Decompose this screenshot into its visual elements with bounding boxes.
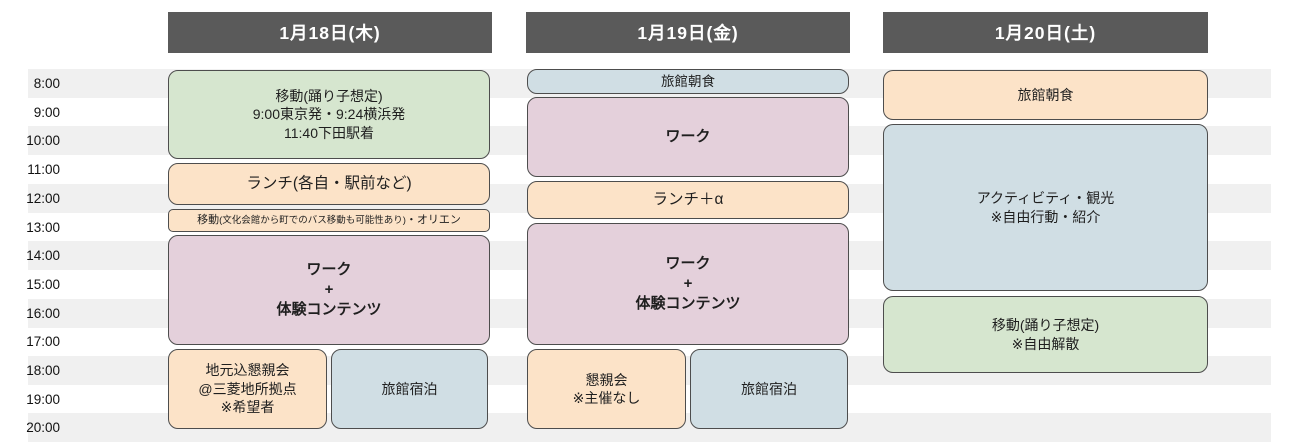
time-label: 13:00	[26, 220, 60, 235]
event-block-lunch: ランチ(各自・駅前など)	[168, 163, 490, 205]
event-text: ・オリエン	[405, 214, 461, 226]
event-block-travel: 移動(踊り子想定) 9:00東京発・9:24横浜発 11:40下田駅着	[168, 70, 490, 159]
event-text: 移動(踊り子想定)	[991, 317, 1100, 334]
event-block-party: 懇親会 ※主催なし	[527, 349, 686, 429]
event-block-party: 地元込懇親会 @三菱地所拠点 ※希望者	[168, 349, 327, 429]
event-text: 懇親会	[585, 371, 628, 388]
time-label: 10:00	[26, 133, 60, 148]
event-text: ランチ(各自・駅前など)	[246, 174, 412, 192]
event-text: 移動(踊り子想定)	[275, 87, 383, 104]
event-text: ※自由行動・紹介	[990, 208, 1101, 225]
event-text: 移動	[197, 214, 220, 226]
time-label: 17:00	[26, 334, 60, 349]
event-text: ランチ＋α	[652, 190, 724, 208]
time-label: 12:00	[26, 191, 60, 206]
time-label: 9:00	[33, 105, 60, 120]
time-label: 14:00	[26, 248, 60, 263]
day-header-jan18: 1月18日(木)	[168, 12, 492, 53]
event-text: 旅館宿泊	[381, 380, 438, 397]
event-text: 旅館朝食	[661, 73, 715, 89]
event-text: 旅館宿泊	[741, 380, 797, 397]
event-text: ※主催なし	[572, 390, 641, 406]
event-block-work-am: ワーク	[527, 97, 849, 177]
event-text: 地元込懇親会	[205, 362, 290, 379]
event-block-lunch: ランチ＋α	[527, 181, 849, 219]
event-text: 9:00東京発・9:24横浜発	[252, 106, 406, 123]
event-block-travel: 移動(踊り子想定) ※自由解散	[883, 296, 1208, 373]
event-text: ※希望者	[220, 399, 275, 416]
event-text: +	[324, 281, 334, 299]
event-text: ワーク	[306, 261, 352, 279]
time-label: 20:00	[26, 420, 60, 435]
event-block-breakfast: 旅館朝食	[527, 69, 849, 94]
time-label: 8:00	[33, 76, 60, 91]
event-text: +	[683, 275, 693, 293]
event-block-stay: 旅館宿泊	[690, 349, 848, 429]
event-text: ワーク	[665, 128, 711, 146]
event-text: ※自由解散	[1011, 335, 1080, 352]
event-text: 旅館朝食	[1017, 86, 1074, 103]
event-block-activity: アクティビティ・観光 ※自由行動・紹介	[883, 124, 1208, 291]
event-block-breakfast: 旅館朝食	[883, 70, 1208, 120]
event-block-work: ワーク + 体験コンテンツ	[168, 235, 490, 345]
event-block-transfer-note: 移動 (文化会館から町でのバス移動も可能性あり) ・オリエン	[168, 209, 490, 232]
time-label: 16:00	[26, 306, 60, 321]
time-label: 19:00	[26, 392, 60, 407]
event-text: 体験コンテンツ	[635, 294, 741, 312]
event-text: 体験コンテンツ	[276, 300, 382, 318]
event-text: (文化会館から町でのバス移動も可能性あり)	[219, 214, 406, 226]
time-label: 15:00	[26, 277, 60, 292]
time-label: 18:00	[26, 363, 60, 378]
event-text: @三菱地所拠点	[198, 380, 297, 397]
time-label: 11:00	[27, 162, 60, 177]
event-block-work-pm: ワーク + 体験コンテンツ	[527, 223, 849, 345]
event-text: 11:40下田駅着	[284, 124, 374, 141]
event-text: アクティビティ・観光	[976, 190, 1115, 207]
event-block-stay: 旅館宿泊	[331, 349, 488, 429]
day-header-jan20: 1月20日(土)	[883, 12, 1208, 53]
day-header-jan19: 1月19日(金)	[526, 12, 850, 53]
event-text: ワーク	[665, 255, 711, 273]
